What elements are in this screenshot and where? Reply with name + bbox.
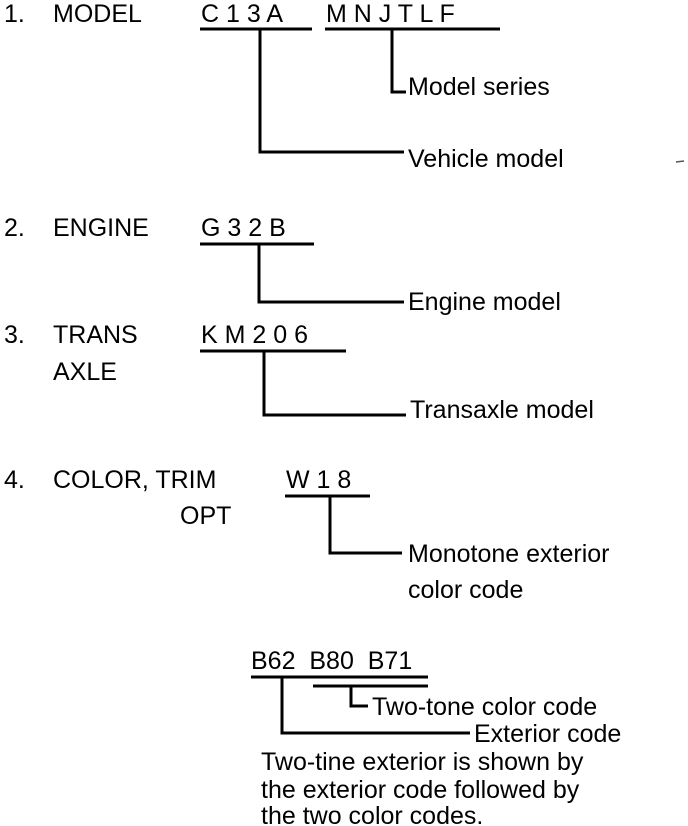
monotone-label-line1: Monotone exterior	[408, 540, 610, 568]
section-2-label: ENGINE	[53, 214, 149, 242]
section-3-leader	[262, 351, 406, 417]
section-4-leader	[328, 496, 402, 555]
two-tone-codes: B62 B80 B71	[251, 647, 412, 675]
section-4-label-line2: OPT	[180, 502, 231, 530]
vehicle-model-label: Vehicle model	[408, 145, 564, 173]
transaxle-model-label: Transaxle model	[410, 396, 594, 424]
section-4-code: W 1 8	[286, 466, 351, 494]
stray-mark	[675, 160, 685, 163]
two-tone-leader	[349, 686, 368, 708]
section-3-code: K M 2 0 6	[201, 321, 308, 349]
section-3-label: TRANS	[53, 321, 138, 349]
section-3-number: 3.	[4, 321, 25, 349]
section-4-label: COLOR, TRIM	[53, 466, 216, 494]
section-4-number: 4.	[4, 466, 25, 494]
section-2-code: G 3 2 B	[201, 214, 286, 242]
two-tone-note-line2: the exterior code followed by	[261, 776, 580, 804]
two-tone-color-code-label: Two-tone color code	[372, 693, 597, 721]
monotone-label-line2: color code	[408, 576, 523, 604]
section-1-number: 1.	[4, 0, 25, 28]
section-2-number: 2.	[4, 214, 25, 242]
section-3-label-line2: AXLE	[53, 358, 117, 386]
exterior-code-leader	[280, 677, 470, 735]
exterior-code-label: Exterior code	[474, 720, 621, 748]
section-1-code-suffix: M N J T L F	[326, 0, 455, 28]
two-tone-note-line3: the two color codes.	[261, 802, 483, 826]
section-1-leader-series	[390, 29, 406, 94]
section-1-leader-vehicle	[258, 29, 404, 154]
two-tone-note-line1: Two-tine exterior is shown by	[261, 748, 584, 776]
section-1-label: MODEL	[53, 0, 142, 28]
engine-model-label: Engine model	[408, 288, 561, 316]
model-series-label: Model series	[408, 73, 550, 101]
section-1-code: C 1 3 A	[201, 0, 283, 28]
section-2-leader	[257, 244, 404, 304]
